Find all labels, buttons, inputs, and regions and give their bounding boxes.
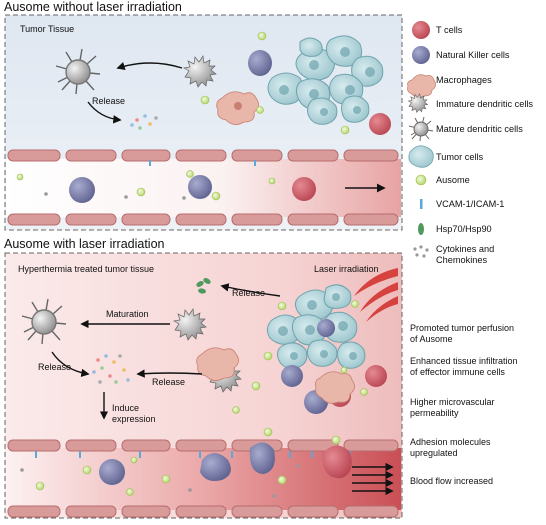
tumor-tissue-label: Tumor Tissue [20,24,75,34]
macrophage-icon [407,74,436,98]
mature-dc [21,298,67,345]
top-panel-title: Ausome without laser irradiation [4,0,182,14]
effect-perfusion: Promoted tumor perfusion of Ausome [410,323,545,345]
effect-line: Higher microvascular [410,397,495,407]
macrophage [315,371,355,404]
release-label-top: Release [92,96,126,106]
t-cell [365,365,387,387]
legend-ausome: Ausome [436,175,470,185]
ausome-icon [415,174,427,186]
release-right-label: Release [152,377,186,387]
legend-vcam: VCAM-1/ICAM-1 [436,199,505,209]
nk-cell [188,175,212,199]
hsp-icon [418,223,424,235]
effect-infiltration: Enhanced tissue infiltration of effector… [410,356,545,378]
legend-nk-cells: Natural Killer cells [436,50,510,60]
maturation-label: Maturation [106,309,149,319]
release-hsp-label: Release [232,288,266,298]
cytokine-dots-top [130,114,158,130]
vcam-icon [420,199,423,209]
immature-dc [183,55,217,88]
legend-cytokines-1: Cytokines and [436,244,495,254]
arrow-maturation-top [116,61,183,71]
legend-macrophages: Macrophages [436,75,492,85]
arrow-release-left [51,351,90,378]
nk-cell [281,365,303,387]
effect-blood-flow: Blood flow increased [410,476,545,487]
arrow-hsp-release [220,283,281,297]
bottom-blood-vessel [6,439,401,518]
nk-cell-adhering [249,442,275,474]
t-cell [369,113,391,135]
effect-line: Enhanced tissue infiltration [410,356,518,366]
bottom-panel-title: Ausome with laser irradiation [4,237,165,251]
ausome-particles [16,170,276,201]
nk-cell [69,177,95,203]
flow-arrows [352,462,394,496]
mature-dc-icon [408,116,434,142]
expression-label: expression [112,414,156,424]
legend-immature-dc: Immature dendritic cells [436,99,534,109]
mature-dc [55,48,101,95]
effect-line: of effector immune cells [410,367,505,377]
arrow-release-top [87,101,122,124]
legend-mature-dc: Mature dendritic cells [436,124,523,134]
effect-adhesion: Adhesion molecules upregulated [410,437,545,459]
effect-line: Blood flow increased [410,476,494,486]
legend-t-cells: T cells [436,25,463,35]
effect-line: upregulated [410,448,458,458]
effect-line: Adhesion molecules [410,437,491,447]
nk-cell [248,50,272,76]
t-cell-icon [412,21,430,39]
immature-dc-icon [407,92,429,114]
induce-label: Induce [112,403,140,413]
immature-dc [173,308,207,341]
t-cell [292,177,316,201]
effect-line: permeability [410,408,459,418]
nk-cell [99,459,125,485]
effect-permeability: Higher microvascular permeability [410,397,545,419]
legend-tumor-cells: Tumor cells [436,152,484,162]
hyperthermia-label: Hyperthermia treated tumor tissue [18,264,155,274]
hsp-release [196,278,211,294]
laser-beams [354,268,398,322]
macrophage [196,347,239,381]
cytokine-icon [413,245,429,258]
nk-cell-icon [412,46,430,64]
t-cell-adhering [322,445,352,479]
tumor-cell-icon [408,145,434,168]
legend-cytokines-2: Chemokines [436,255,488,265]
legend-hsp: Hsp70/Hsp90 [436,224,492,234]
effect-line: Promoted tumor perfusion [410,323,515,333]
effect-line: of Ausome [410,334,453,344]
release-left-label: Release [38,362,72,372]
cytokine-dots-bottom [92,354,130,384]
laser-label: Laser irradiation [314,264,379,274]
arrow-release-right [136,369,203,378]
nk-cell-adhering [200,453,231,481]
